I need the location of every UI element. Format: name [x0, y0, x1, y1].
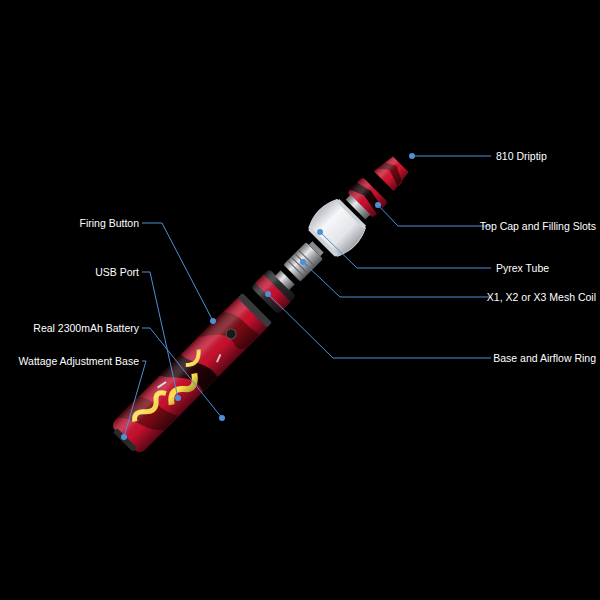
part-label: 810 Driptip [496, 150, 547, 163]
part-label: Firing Button [79, 217, 139, 230]
part-label: Real 2300mAh Battery [33, 322, 139, 335]
leader-lines [124, 156, 491, 437]
leader-dots [121, 153, 415, 440]
part-label: Pyrex Tube [496, 262, 549, 275]
part-label: Top Cap and Filling Slots [480, 220, 596, 233]
part-label: X1, X2 or X3 Mesh Coil [487, 291, 596, 304]
part-label: USB Port [95, 266, 139, 279]
part-label: Base and Airflow Ring [493, 352, 596, 365]
part-label: Wattage Adjustment Base [19, 355, 139, 368]
device [105, 147, 418, 460]
